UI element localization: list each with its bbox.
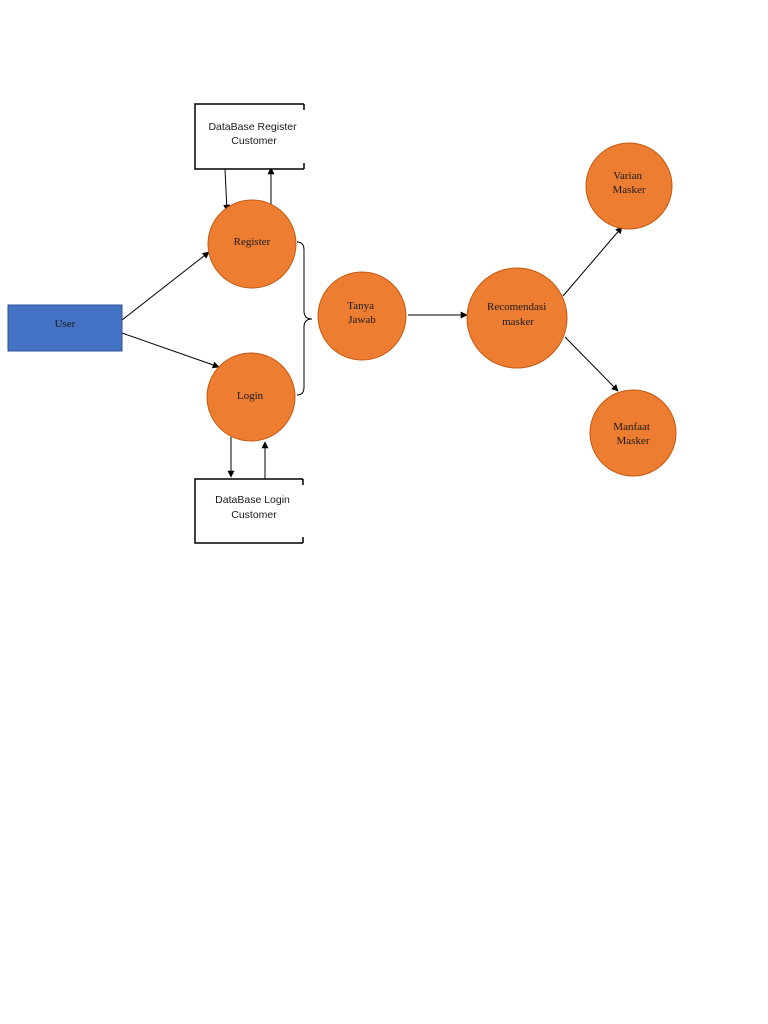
connectors [121,167,623,479]
arrow-recomendasi-to-varian [562,226,623,297]
entity-user-label: User [55,318,76,330]
svg-text:Tanya Jawab: Tanya Jawab [347,300,376,326]
arrow-user-to-login [121,332,220,369]
process-recomendasi-masker-circle [466,267,568,369]
process-recomendasi-masker: Recomendasi masker [466,267,568,369]
svg-text:Varian Masker: Varian Masker [613,170,646,196]
process-manfaat-masker: Manfaat Masker [589,389,677,477]
store-database-login-label-line2: Customer [231,509,277,521]
process-varian-masker-label-line1: Varian [613,170,642,182]
store-database-register: DataBase Register Customer [194,103,305,170]
process-register-label: Register [234,236,271,248]
svg-text:DataBase Login Customer: DataBase Login Customer [215,494,293,521]
process-login: Login [206,352,296,442]
process-tanya-jawab-label-line2: Jawab [348,314,376,326]
store-database-register-outline [194,103,304,170]
process-manfaat-masker-circle [589,389,677,477]
process-login-circle [206,352,296,442]
process-tanya-jawab: Tanya Jawab [317,271,407,361]
svg-text:DataBase Register Custom: DataBase Register Customer [208,121,299,147]
brace-merge [296,241,313,396]
svg-text:Recomendasi masker: Recomendasi masker [487,301,549,328]
process-recomendasi-masker-label-line1: Recomendasi [487,301,546,313]
store-database-login-outline [194,478,303,544]
process-manfaat-masker-label-line2: Masker [617,435,650,447]
process-tanya-jawab-label-line1: Tanya [347,300,374,312]
arrow-user-to-register [121,251,210,321]
process-varian-masker: Varian Masker [585,142,673,230]
store-database-register-label-line2: Customer [231,135,277,147]
process-manfaat-masker-label-line1: Manfaat [613,421,650,433]
svg-text:Manfaat Masker: Manfaat Masker [613,421,652,447]
entity-user: User [7,304,123,352]
process-tanya-jawab-circle [317,271,407,361]
arrow-recomendasi-to-manfaat [564,336,619,392]
process-register-circle [207,199,297,289]
arrow-db-register-to-register [223,168,231,212]
entity-user-box [7,304,123,352]
process-register: Register [207,199,297,289]
process-varian-masker-circle [585,142,673,230]
process-recomendasi-masker-label-line2: masker [502,316,534,328]
process-login-label: Login [237,390,264,402]
store-database-login-label-line1: DataBase Login [215,494,290,506]
store-database-register-label-line1: DataBase Register [208,121,297,133]
store-database-login: DataBase Login Customer [194,478,304,544]
process-varian-masker-label-line2: Masker [613,184,646,196]
